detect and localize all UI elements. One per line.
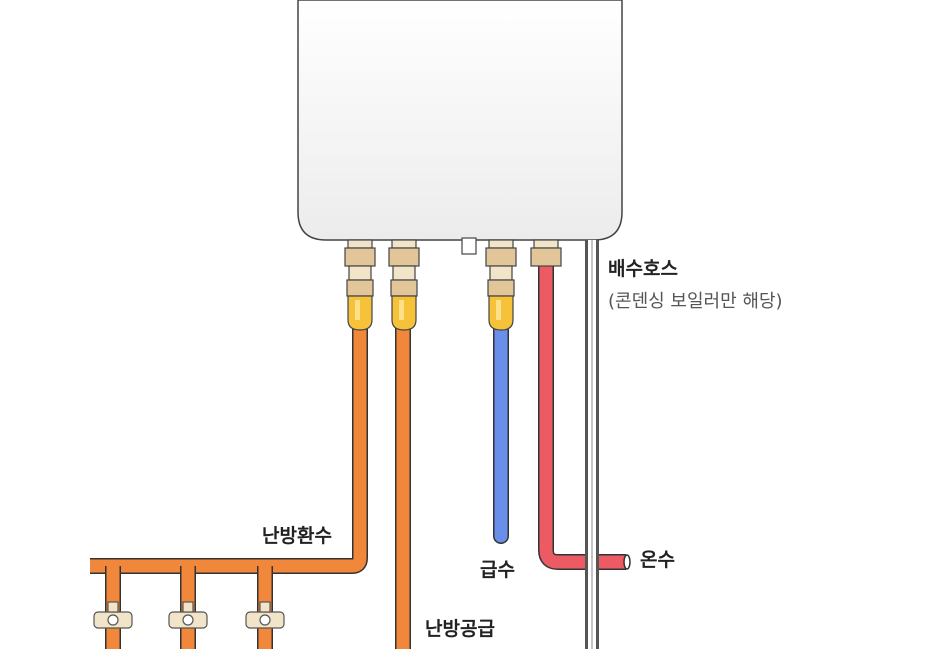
fitting [388, 239, 420, 267]
drain-hose [585, 240, 599, 649]
heating-supply-pipe [395, 300, 411, 649]
hot-water-pipe [538, 262, 631, 570]
drain-hose-note: (콘덴싱 보일러만 해당) [608, 291, 783, 312]
heating-return-label: 난방환수 [262, 525, 332, 547]
cold-water-label: 급수 [480, 559, 515, 581]
boiler-bottom-tab [461, 237, 477, 255]
manifold-valve [93, 601, 133, 629]
fitting [344, 239, 376, 267]
heating-supply-label: 난방공급 [425, 618, 495, 640]
drain-hose-label: 배수호스 [608, 258, 678, 280]
boiler-body [297, 0, 623, 241]
ball-valve [346, 265, 374, 331]
manifold-valve [168, 601, 208, 629]
hot-water-label: 온수 [640, 549, 675, 571]
fitting [530, 239, 562, 267]
ball-valve [487, 265, 515, 331]
manifold-valve [245, 601, 285, 629]
ball-valve [390, 265, 418, 331]
fitting [485, 239, 517, 267]
